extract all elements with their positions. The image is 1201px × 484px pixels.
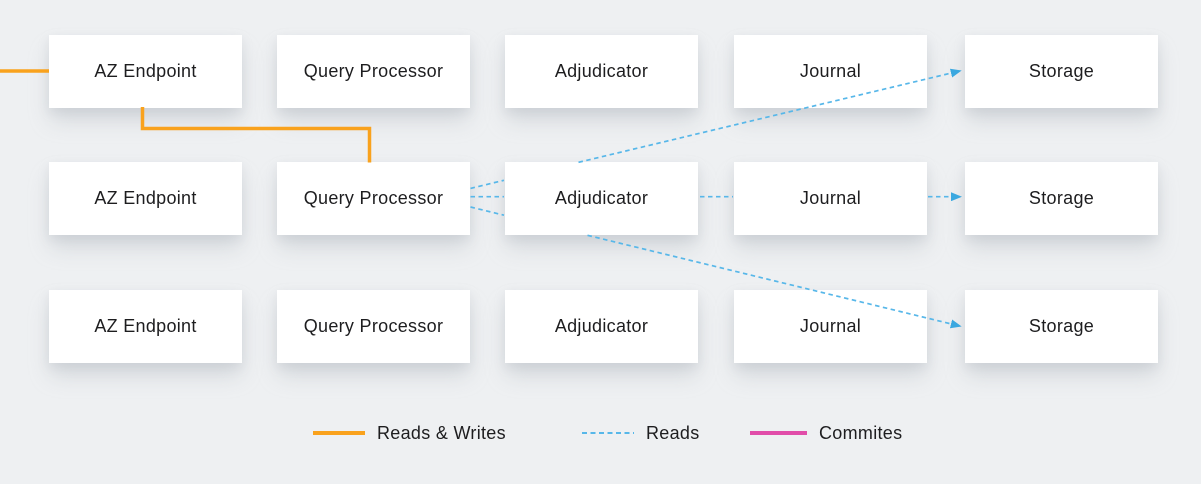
node-journal-row2: Journal	[734, 162, 927, 235]
legend: Reads & Writes Reads Commites	[0, 420, 1201, 446]
node-label: Storage	[1028, 316, 1095, 336]
legend-label-reads-writes: Reads & Writes	[377, 422, 506, 443]
node-label: Storage	[1028, 61, 1095, 81]
node-storage-row3: Storage	[965, 290, 1158, 363]
node-storage-row1: Storage	[965, 35, 1158, 108]
legend-swatch-reads-writes	[313, 431, 365, 435]
node-adjudicator-row3: Adjudicator	[505, 290, 698, 363]
legend-swatch-commites	[750, 431, 807, 435]
reads-writes-line-az-to-qp	[140, 107, 372, 163]
node-journal-row3: Journal	[734, 290, 927, 363]
reads-line-qp-to-adjudicator-lower	[470, 206, 505, 217]
legend-swatch-reads	[582, 432, 634, 434]
legend-item-reads: Reads	[582, 420, 700, 446]
node-label: AZ Endpoint	[94, 316, 197, 336]
node-query-processor-row3: Query Processor	[277, 290, 470, 363]
node-adjudicator-row1: Adjudicator	[505, 35, 698, 108]
node-storage-row2: Storage	[965, 162, 1158, 235]
node-query-processor-row1: Query Processor	[277, 35, 470, 108]
node-label: Storage	[1028, 188, 1095, 208]
node-label: Adjudicator	[554, 188, 649, 208]
reads-line-qp-to-adjudicator-upper	[470, 179, 505, 190]
node-label: AZ Endpoint	[94, 188, 197, 208]
node-label: Adjudicator	[554, 316, 649, 336]
node-label: Journal	[799, 316, 862, 336]
legend-item-commites: Commites	[750, 420, 902, 446]
node-adjudicator-row2: Adjudicator	[505, 162, 698, 235]
node-az-endpoint-row2: AZ Endpoint	[49, 162, 242, 235]
legend-label-reads: Reads	[646, 422, 700, 443]
node-label: AZ Endpoint	[94, 61, 197, 81]
node-journal-row1: Journal	[734, 35, 927, 108]
node-label: Query Processor	[303, 316, 444, 336]
node-az-endpoint-row3: AZ Endpoint	[49, 290, 242, 363]
node-label: Adjudicator	[554, 61, 649, 81]
node-label: Journal	[799, 188, 862, 208]
node-query-processor-row2: Query Processor	[277, 162, 470, 235]
node-label: Query Processor	[303, 188, 444, 208]
node-az-endpoint-row1: AZ Endpoint	[49, 35, 242, 108]
legend-label-commites: Commites	[819, 422, 903, 443]
legend-item-reads-writes: Reads & Writes	[313, 420, 506, 446]
node-label: Query Processor	[303, 61, 444, 81]
node-label: Journal	[799, 61, 862, 81]
